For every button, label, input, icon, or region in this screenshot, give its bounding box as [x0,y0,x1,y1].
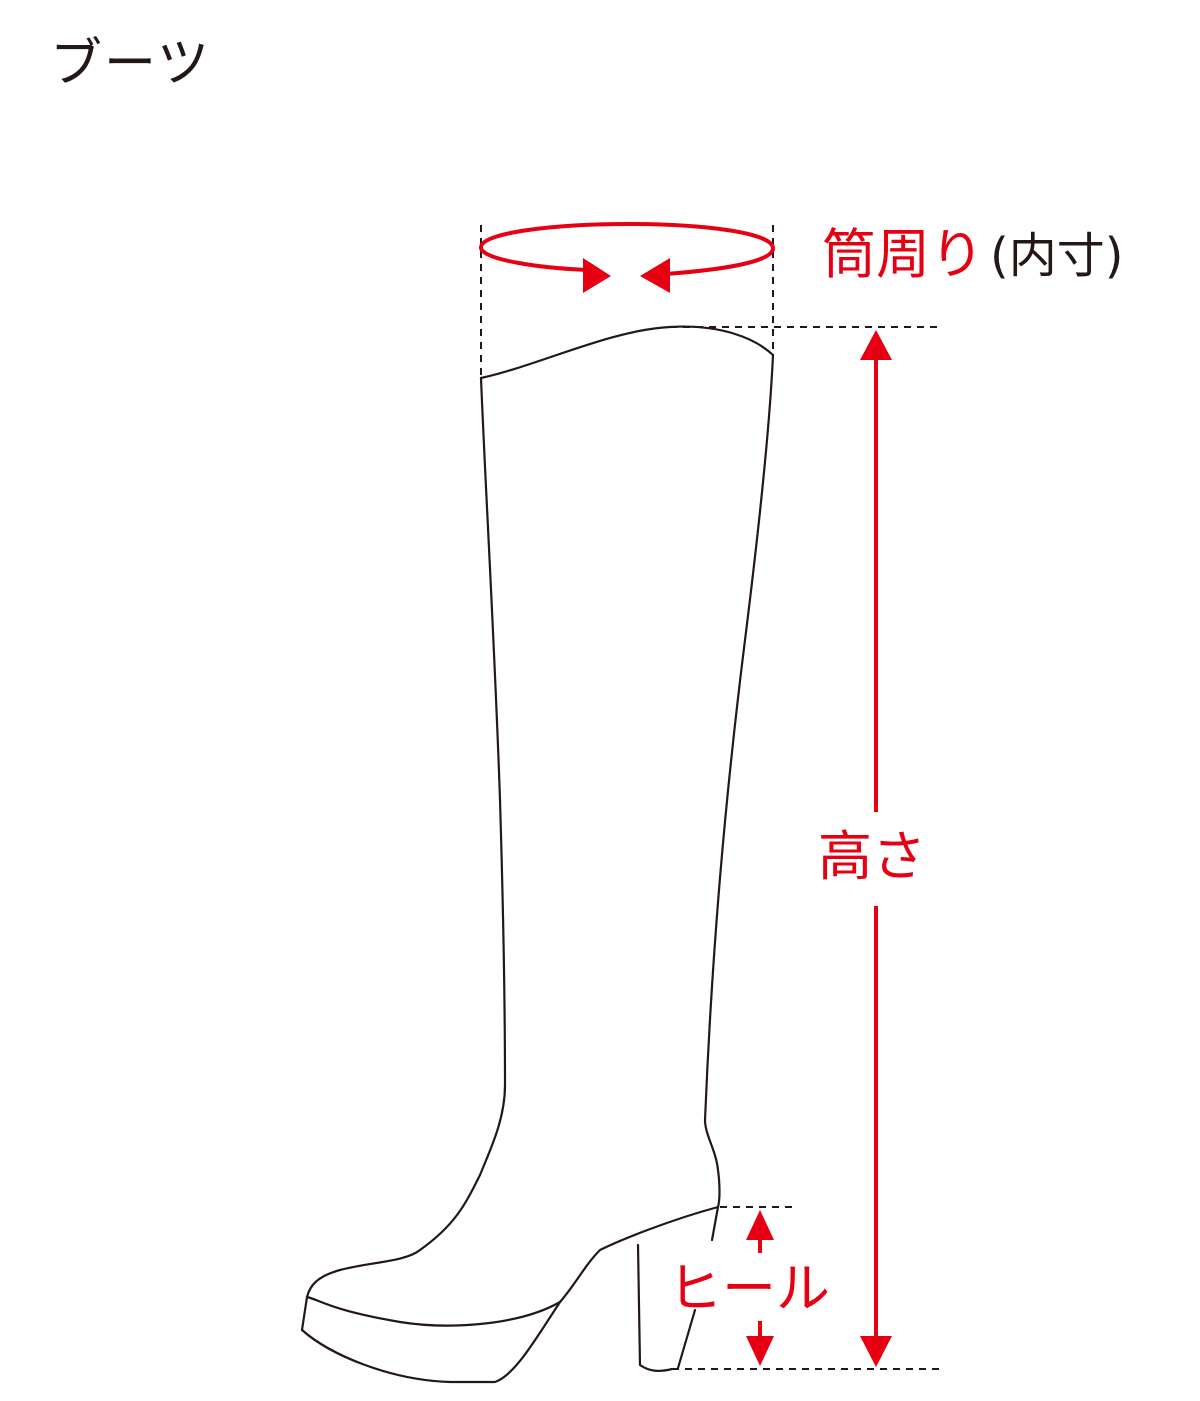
boot-outline [300,325,775,1384]
circumference-label: 筒周り [822,223,984,286]
circumference-indicator [479,221,775,293]
page-title: ブーツ [50,34,211,94]
height-label: 高さ [818,825,926,888]
arrow-left-icon [640,258,670,293]
shaft-width-guides [480,225,774,378]
heel-label: ヒール [668,1257,830,1320]
arrow-right-icon [583,258,611,293]
arrow-down-icon [746,1336,774,1366]
height-indicator [860,330,892,1367]
circumference-note: (内寸) [990,228,1124,284]
arrow-down-icon [860,1336,892,1367]
height-guides [670,326,940,1370]
arrow-up-icon [860,330,892,360]
heel-indicator [746,1210,774,1366]
arrow-up-icon [746,1210,774,1240]
